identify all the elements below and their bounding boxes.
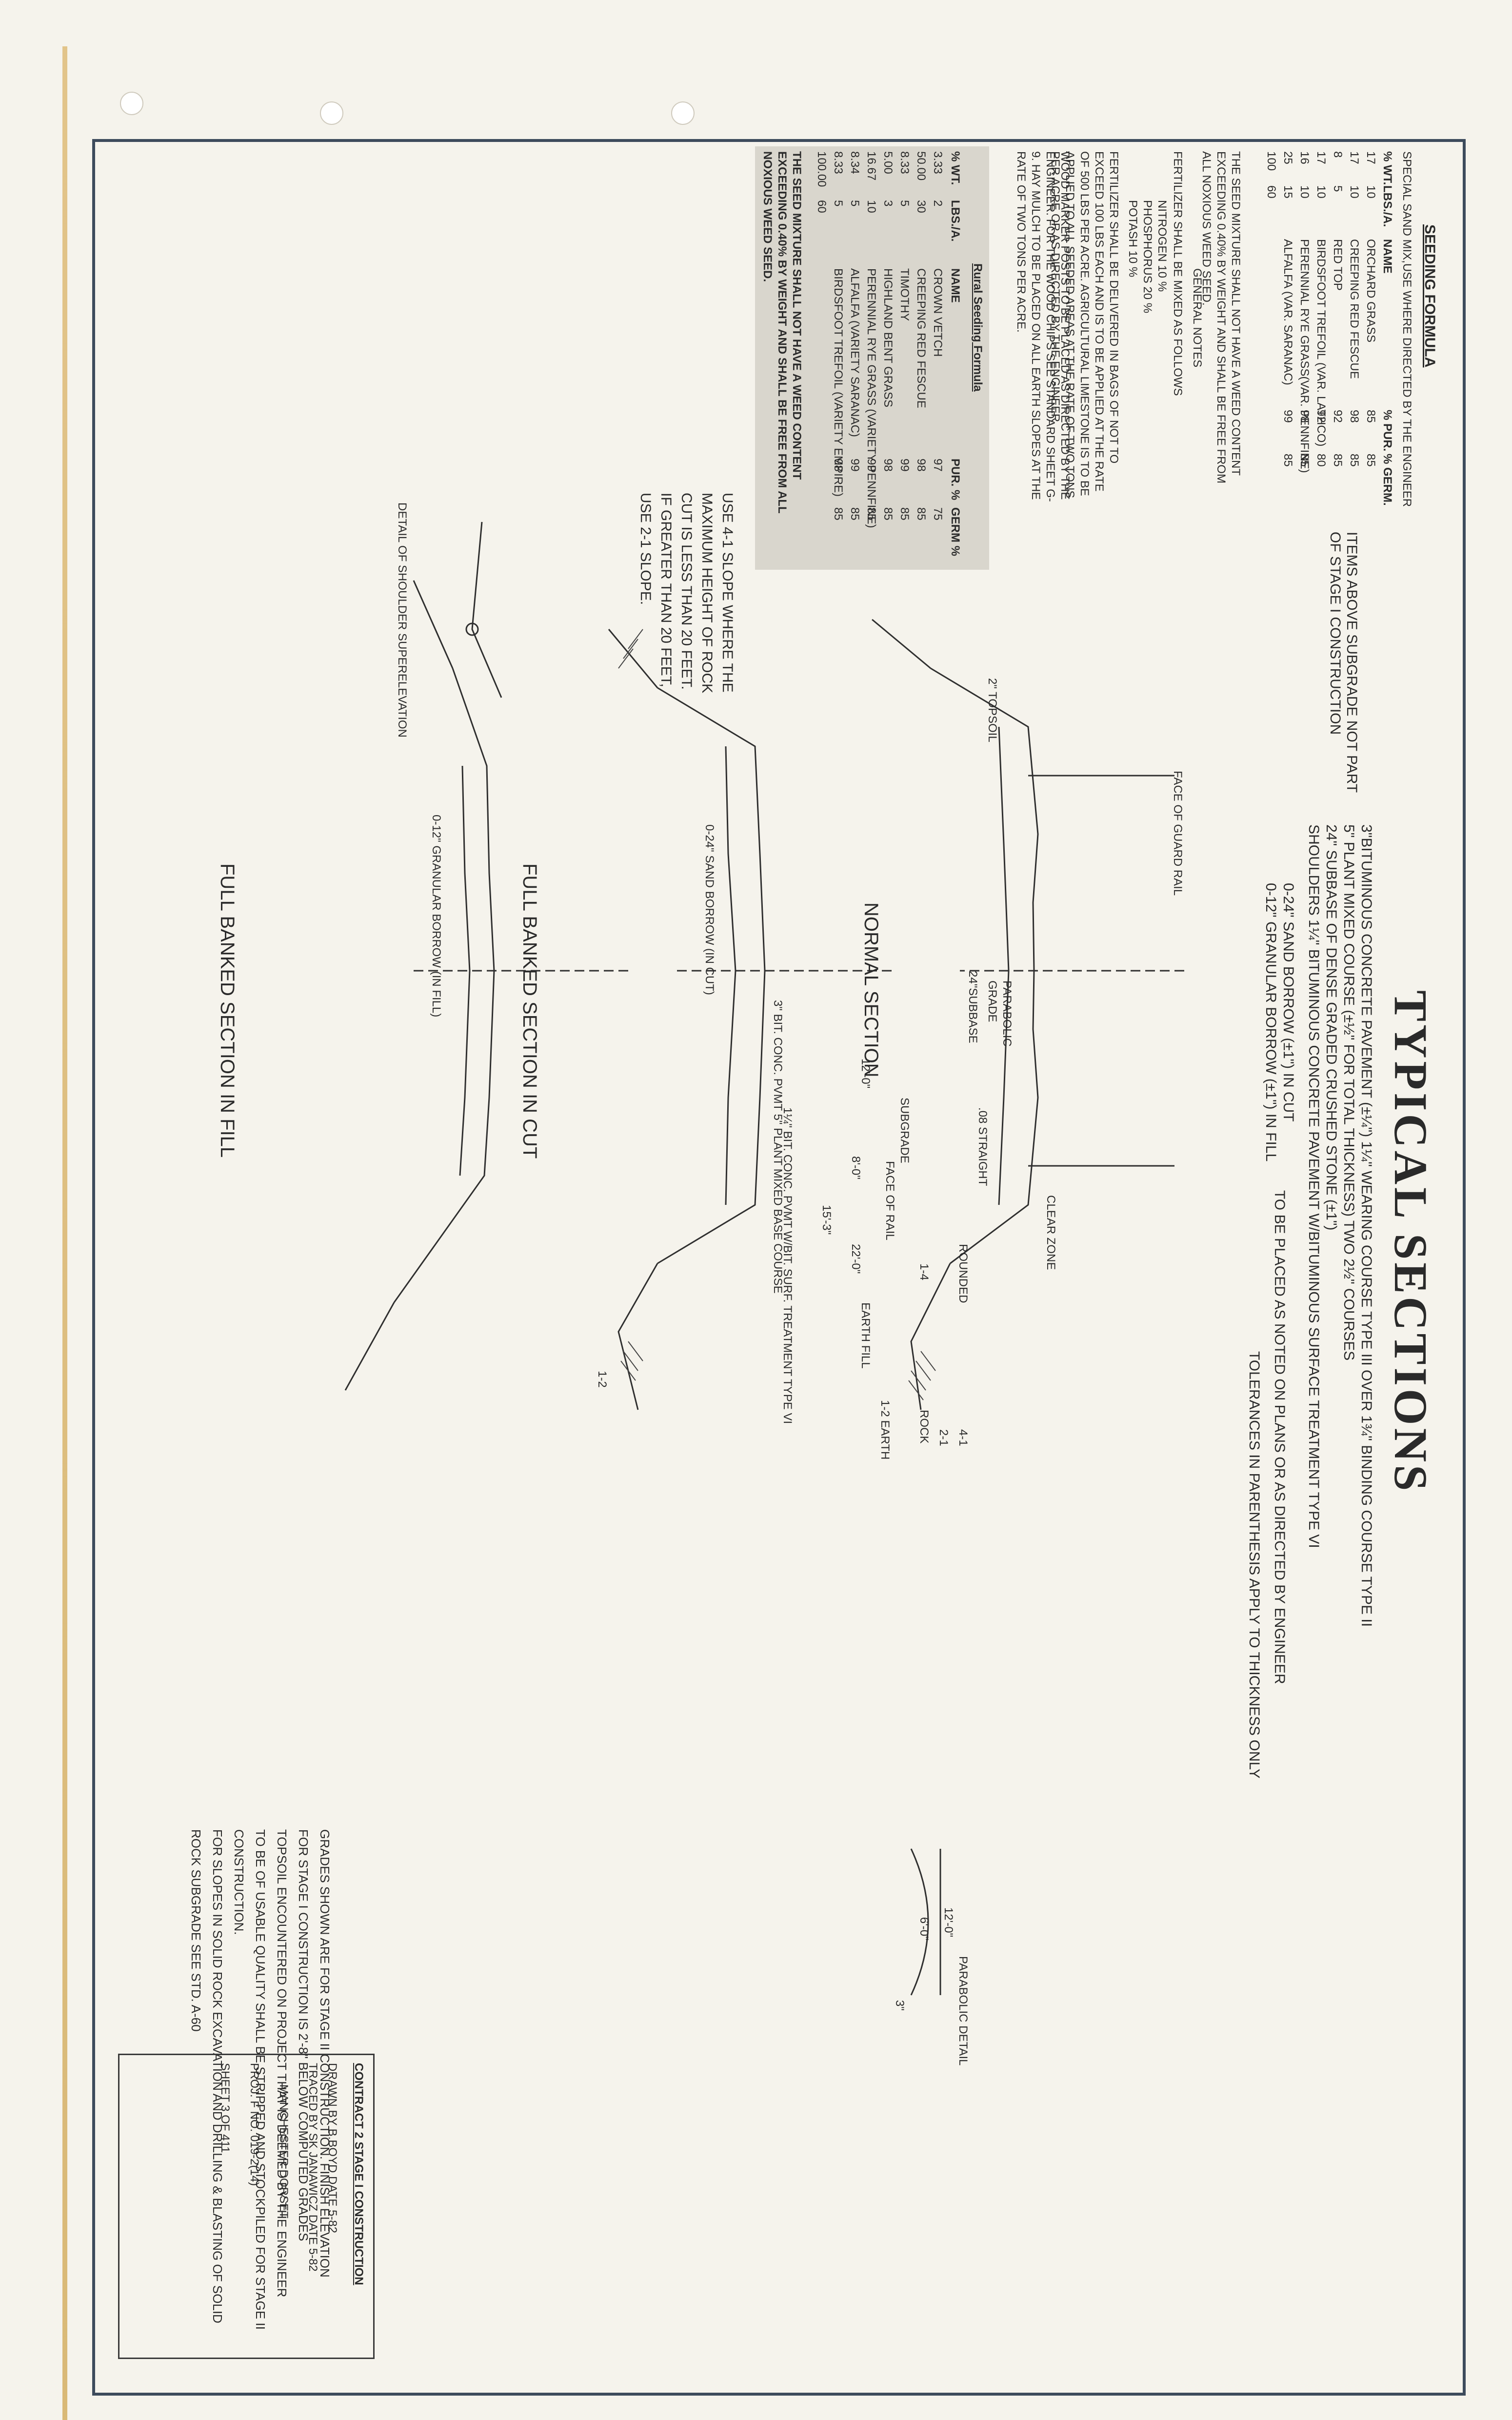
dim-8ft: 8'-0" bbox=[849, 1156, 862, 1180]
normal-section-subgrade bbox=[998, 726, 1010, 1205]
fill-section-title: FULL BANKED SECTION IN FILL bbox=[217, 863, 238, 1158]
label-straight: .08 STRAIGHT bbox=[976, 1107, 989, 1186]
fill-section-subgrade bbox=[459, 765, 471, 1176]
label-grade: GRADE bbox=[986, 980, 999, 1022]
label-subgrade: SUBGRADE bbox=[898, 1098, 911, 1163]
parabolic-detail-title: PARABOLIC DETAIL bbox=[956, 1956, 970, 2066]
punch-hole bbox=[120, 92, 143, 115]
fill-section-profile bbox=[393, 668, 495, 1303]
parabolic-dim-6: 6'-0" bbox=[917, 1917, 931, 1940]
parabolic-dim-3: 3" bbox=[893, 2000, 906, 2011]
grade-note-line: CONSTRUCTION. bbox=[232, 1829, 246, 1935]
label-rounded: ROUNDED bbox=[956, 1244, 970, 1303]
title-traced-by: TRACED BY SK JANAWICZ DATE 5-82 bbox=[306, 2063, 319, 2272]
label-face-guard-rail: FACE OF GUARD RAIL bbox=[1171, 771, 1184, 896]
title-contract: CONTRACT 2 STAGE I CONSTRUCTION bbox=[352, 2063, 365, 2285]
label-face-rail: FACE OF RAIL bbox=[883, 1161, 896, 1240]
label-granular-borrow: 0-12" GRANULAR BORROW (IN FILL) bbox=[430, 815, 443, 1018]
label-sand-borrow: 0-24" SAND BORROW (IN CUT) bbox=[703, 824, 716, 995]
slope-2-1: 2-1 bbox=[937, 1429, 950, 1446]
label-earth: 1-2 EARTH bbox=[878, 1400, 892, 1460]
punch-hole bbox=[320, 101, 343, 125]
label-parabolic: PARABOLIC bbox=[1000, 980, 1014, 1047]
cut-section-subgrade bbox=[725, 746, 736, 1205]
title-project: PROJ. F NO. 019-2(14) bbox=[248, 2063, 261, 2186]
normal-section-title: NORMAL SECTION bbox=[860, 902, 882, 1078]
dim-12ft: 12'-0" bbox=[859, 1059, 872, 1089]
parabolic-dim-12: 12'-0" bbox=[942, 1907, 955, 1938]
slope-1-2: 1-2 bbox=[596, 1371, 609, 1388]
slope-1-4: 1-4 bbox=[917, 1263, 931, 1280]
section-drawings bbox=[344, 521, 1184, 1996]
grade-note-line: ROCK SUBGRADE SEE STD. A-60 bbox=[189, 1829, 203, 2032]
paper-edge bbox=[62, 46, 67, 2420]
label-treatment: 1¼" BIT. CONC. PVMT W/BIT. SURF. TREATME… bbox=[781, 1107, 794, 1424]
label-topsoil: 2" TOPSOIL bbox=[986, 678, 999, 742]
dim-15ft: 15'-3" bbox=[820, 1205, 833, 1235]
title-block: CONTRACT 2 STAGE I CONSTRUCTION DRAWN BY… bbox=[118, 2054, 375, 2359]
label-rock: ROCK bbox=[917, 1410, 931, 1444]
label-earth-fill: EARTH FILL bbox=[859, 1302, 872, 1369]
slope-4-1: 4-1 bbox=[956, 1429, 970, 1446]
dim-22ft: 22'-0" bbox=[849, 1244, 862, 1274]
title-sheet: SHEET 3 OF 411 bbox=[219, 2063, 232, 2153]
rotated-drawing: TYPICAL SECTIONS 3"BITUMINOUS CONCRETE P… bbox=[92, 141, 1457, 2376]
cut-section-title: FULL BANKED SECTION IN CUT bbox=[519, 863, 540, 1159]
label-subbase: 24"SUBBASE bbox=[966, 971, 979, 1043]
label-clear-zone: CLEAR ZONE bbox=[1044, 1195, 1057, 1270]
title-town: MANCHESTER DORSET bbox=[277, 2084, 290, 2219]
punch-hole bbox=[671, 101, 695, 125]
title-drawn-by: DRAWN BY B.BOYD DATE 5-82 bbox=[326, 2063, 339, 2233]
